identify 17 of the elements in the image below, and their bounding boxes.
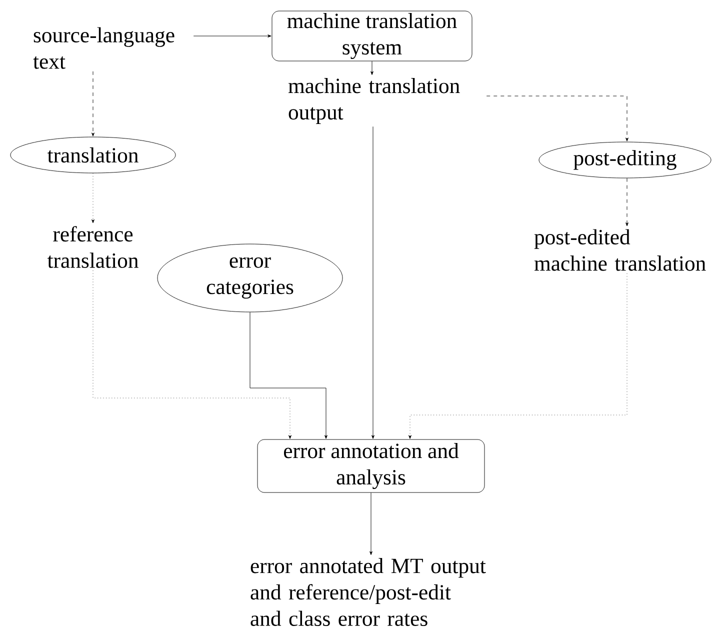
arrow	[92, 173, 94, 224]
arrow	[486, 96, 628, 142]
arrow	[408, 273, 628, 439]
process-box: error annotation and analysis	[257, 439, 485, 493]
arrow	[92, 270, 292, 439]
output-text: post-edited machine translation	[534, 229, 706, 271]
arrow	[626, 178, 628, 226]
arrow	[372, 126, 374, 439]
arrow	[193, 34, 272, 38]
output-text: reference translation	[47, 226, 138, 268]
arrow	[370, 61, 374, 75]
result-text: error annotated MT output and reference/post-edit and class error rates	[250, 558, 486, 626]
arrow	[250, 312, 328, 439]
arrow	[370, 492, 372, 556]
source-text: source-language text	[33, 27, 174, 69]
arrow	[92, 71, 94, 136]
output-text: machine translation output	[288, 78, 460, 124]
